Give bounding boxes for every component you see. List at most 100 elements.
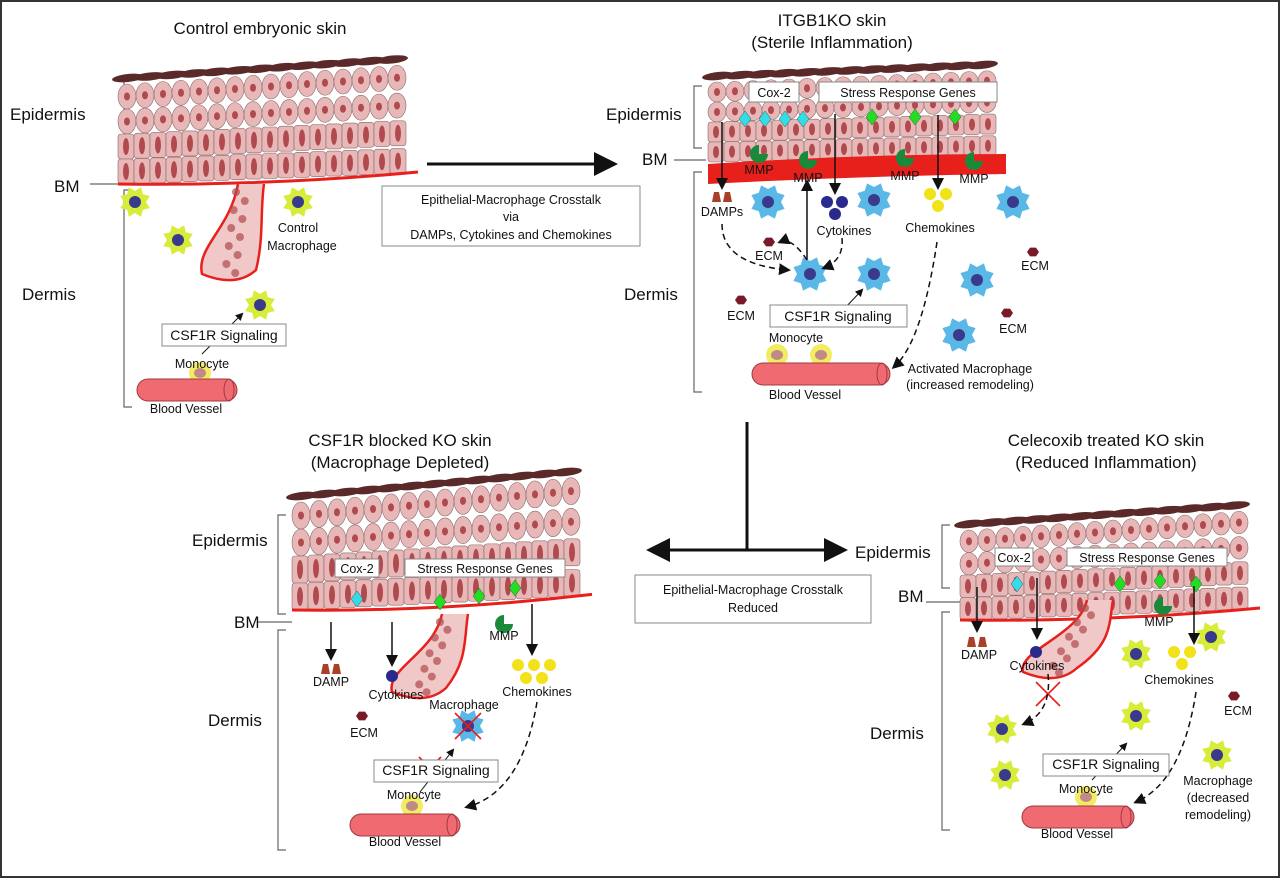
nucleus bbox=[394, 73, 400, 82]
nucleus bbox=[393, 553, 399, 573]
cox2-box bbox=[994, 547, 1034, 567]
stress-gene-marker bbox=[508, 579, 522, 597]
block-cross-icon bbox=[454, 712, 482, 740]
cox2-marker bbox=[1010, 575, 1024, 593]
nucleus bbox=[268, 109, 274, 117]
nucleus bbox=[283, 156, 289, 174]
nucleus bbox=[334, 508, 340, 517]
nucleus bbox=[809, 143, 815, 156]
nucleus bbox=[460, 526, 466, 535]
mmp-icon bbox=[965, 152, 983, 170]
nucleus bbox=[478, 524, 484, 533]
nucleus bbox=[123, 138, 129, 155]
monocyte-label: Monocyte bbox=[175, 357, 229, 371]
cox2-box bbox=[748, 81, 800, 103]
nucleus bbox=[124, 92, 130, 101]
nucleus bbox=[394, 101, 400, 110]
macrophage-nucleus bbox=[868, 268, 880, 280]
nucleus bbox=[322, 105, 328, 114]
dermis-bracket bbox=[941, 611, 950, 831]
dermis-label: Dermis bbox=[208, 711, 262, 730]
chemokine-icon bbox=[512, 659, 524, 671]
nucleus bbox=[376, 102, 382, 111]
nucleus bbox=[804, 84, 810, 93]
follicle-cell bbox=[425, 649, 434, 658]
signaling-label: CSF1R Signaling bbox=[170, 327, 277, 343]
mmp-label: MMP bbox=[489, 629, 518, 643]
stress-genes-box bbox=[1066, 547, 1228, 567]
stress-gene-marker bbox=[1189, 575, 1203, 593]
nucleus bbox=[505, 576, 511, 596]
monocyte-label: Monocyte bbox=[387, 788, 441, 802]
nucleus bbox=[1141, 594, 1147, 610]
nucleus bbox=[1221, 566, 1227, 582]
follicle-cell bbox=[231, 269, 240, 277]
corneocyte bbox=[1196, 502, 1228, 512]
nucleus bbox=[985, 118, 991, 131]
nucleus bbox=[304, 106, 310, 115]
panel-csf1r-blocked: CSF1R blocked KO skin (Macrophage Deplet… bbox=[192, 431, 572, 849]
ecm-label: ECM bbox=[727, 309, 755, 323]
cox2-marker bbox=[350, 590, 364, 608]
stress-genes-box bbox=[818, 81, 998, 103]
macrophage-nucleus bbox=[254, 299, 266, 311]
signaling-box bbox=[769, 304, 908, 328]
dermis-label: Dermis bbox=[22, 285, 76, 304]
nucleus bbox=[196, 113, 202, 122]
nucleus bbox=[569, 542, 575, 562]
follicle-cell bbox=[1071, 640, 1079, 648]
macrophage bbox=[1196, 622, 1226, 652]
dermis-bracket bbox=[693, 171, 702, 393]
macrophage-nucleus bbox=[1130, 648, 1142, 660]
follicle-cell bbox=[229, 206, 238, 214]
nucleus bbox=[363, 153, 369, 171]
blood-vessel-end bbox=[223, 378, 235, 402]
cytokine-activation-arrow bbox=[821, 237, 843, 271]
corneocyte bbox=[178, 69, 210, 78]
macrophage-nucleus bbox=[292, 196, 304, 208]
nucleus bbox=[124, 117, 130, 126]
corneocyte bbox=[1042, 513, 1074, 523]
follicle-cell bbox=[433, 657, 441, 665]
corneocyte bbox=[376, 55, 408, 64]
ecm-icon bbox=[735, 295, 747, 305]
nucleus bbox=[732, 107, 738, 116]
nucleus bbox=[969, 140, 975, 153]
nucleus bbox=[750, 106, 756, 115]
dermis-label: Dermis bbox=[870, 724, 924, 743]
nucleus bbox=[442, 498, 448, 507]
crosstalk-line-3: DAMPs, Cytokines and Chemokines bbox=[410, 228, 611, 242]
nucleus bbox=[966, 537, 972, 546]
nucleus bbox=[178, 88, 184, 97]
macrophage-nucleus bbox=[172, 234, 184, 246]
reduced-line-2: Reduced bbox=[728, 601, 778, 615]
panel-control: Control embryonic skin Epidermis BM Derm… bbox=[10, 19, 346, 416]
nucleus bbox=[997, 600, 1003, 615]
macrophage-label-3: remodeling) bbox=[1185, 808, 1251, 822]
nucleus bbox=[822, 104, 828, 113]
nucleus bbox=[1029, 599, 1035, 614]
skin-illustrations bbox=[90, 55, 1261, 851]
stress-gene-marker bbox=[433, 593, 447, 611]
nucleus bbox=[1218, 519, 1224, 528]
nucleus bbox=[1061, 597, 1067, 613]
epidermis-label: Epidermis bbox=[10, 105, 86, 124]
nucleus bbox=[1236, 543, 1242, 552]
ecm-icon bbox=[356, 711, 368, 721]
follicle-cell bbox=[222, 260, 231, 268]
nucleus bbox=[297, 560, 303, 579]
macrophage-nucleus bbox=[1007, 196, 1019, 208]
nucleus bbox=[1173, 568, 1179, 584]
stress-gene-marker bbox=[865, 108, 879, 126]
nucleus bbox=[155, 136, 161, 154]
nucleus bbox=[235, 132, 241, 150]
macrophage bbox=[120, 187, 150, 217]
macrophage bbox=[793, 257, 827, 291]
macrophage bbox=[857, 257, 891, 291]
nucleus bbox=[268, 82, 274, 91]
nucleus bbox=[395, 152, 401, 170]
nucleus bbox=[745, 145, 751, 158]
mmp-icon bbox=[495, 615, 513, 633]
follicle-cell bbox=[232, 188, 240, 196]
damp-icon bbox=[723, 192, 732, 202]
